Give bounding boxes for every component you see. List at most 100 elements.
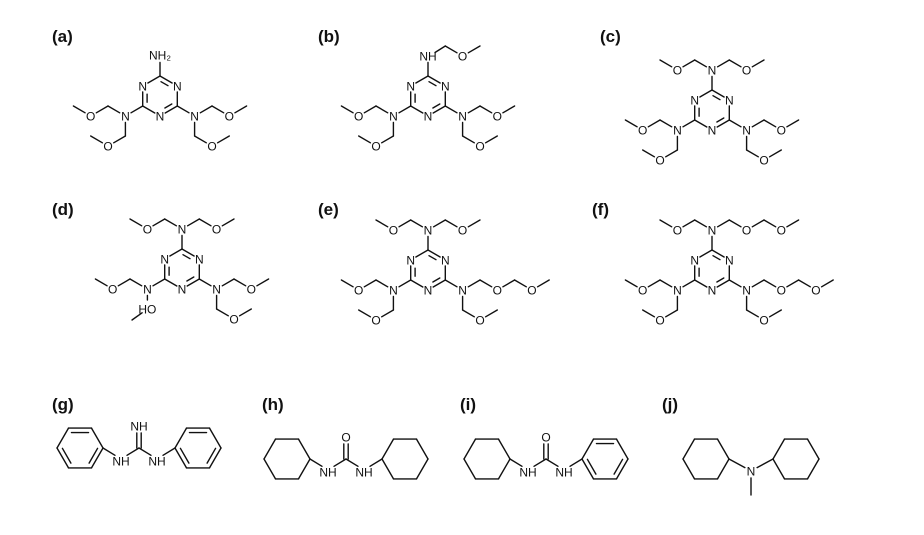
substituent-bond — [786, 219, 800, 228]
ring-double-bond — [88, 447, 99, 464]
ring-bond — [163, 278, 178, 287]
ring-bond — [169, 248, 183, 257]
amine-nitrogen: N — [742, 283, 751, 297]
ring-bond — [147, 75, 161, 84]
ring-nitrogen: N — [138, 79, 147, 93]
ring-bond — [427, 75, 441, 84]
chain-bond — [728, 458, 746, 469]
substituent-bond — [820, 279, 834, 288]
substituent-bond — [745, 149, 759, 158]
substituent-bond — [763, 219, 777, 228]
substituent-bond — [786, 119, 800, 128]
substituent-bond — [238, 308, 253, 317]
substituent-bond — [129, 278, 143, 287]
oxygen-atom: O — [475, 139, 484, 153]
substituent-bond — [682, 59, 696, 68]
ring-bond — [263, 458, 277, 480]
ring-nitrogen: N — [424, 283, 433, 297]
substituent-bond — [502, 105, 516, 114]
ring-double-bond — [716, 277, 725, 283]
amine-nitrogen: N — [121, 109, 130, 123]
substituent-bond — [694, 59, 708, 68]
substituent-bond — [682, 219, 696, 228]
amine-nh: NH — [148, 454, 165, 468]
substituent-bond — [659, 59, 673, 68]
ring-nitrogen: N — [406, 79, 415, 93]
ring-double-bond — [712, 254, 721, 261]
substituent-bond — [410, 219, 424, 228]
ring-nitrogen: N — [178, 282, 187, 296]
chain-bond — [333, 458, 347, 467]
ring-bond — [497, 438, 511, 460]
ring-nitrogen: N — [725, 253, 734, 267]
carbonyl-oxygen: O — [541, 430, 550, 444]
ring-bond — [806, 458, 820, 480]
amine-nitrogen: N — [424, 223, 433, 237]
ring-bond — [716, 438, 730, 460]
oxygen-atom: O — [493, 283, 502, 297]
ring-bond — [186, 278, 201, 287]
substituent-bond — [256, 278, 270, 287]
substituent-bond — [647, 119, 661, 128]
chain-bond — [102, 447, 116, 456]
amine-nitrogen: N — [458, 109, 467, 123]
oxygen-atom: O — [655, 313, 664, 327]
ring-bond — [682, 438, 696, 460]
ring-substituent-bond — [398, 279, 412, 288]
ring-bond — [427, 249, 441, 258]
substituent-bond — [363, 279, 377, 288]
substituent-bond — [479, 279, 493, 288]
ring-bond — [415, 438, 429, 460]
substituent-bond — [193, 135, 208, 144]
chain-bond — [533, 458, 547, 467]
substituent-bond — [659, 219, 673, 228]
tertiary-nitrogen: N — [747, 464, 756, 478]
chain-bond — [138, 447, 152, 456]
amine-nitrogen: N — [673, 123, 682, 137]
substituent-bond — [375, 105, 389, 114]
amine-nitrogen: N — [708, 63, 717, 77]
oxygen-atom: O — [742, 63, 751, 77]
ring-bond — [381, 438, 395, 460]
substituent-bond — [763, 279, 777, 288]
oxygen-atom: O — [458, 49, 467, 63]
substituent-bond — [215, 308, 230, 317]
ring-double-bond — [160, 80, 169, 87]
oxygen-atom: O — [673, 63, 682, 77]
ring-bond — [772, 458, 786, 480]
ring-bond — [263, 438, 277, 460]
ring-double-bond — [432, 277, 441, 283]
substituent-bond — [434, 45, 446, 54]
panel-label: (h) — [262, 395, 284, 414]
substituent-bond — [340, 279, 354, 288]
oxygen-atom: O — [777, 223, 786, 237]
substituent-bond — [358, 309, 372, 318]
substituent-bond — [131, 312, 143, 321]
substituent-bond — [186, 218, 201, 227]
ring-bond — [381, 458, 395, 480]
panel-label: (j) — [662, 395, 678, 414]
substituent-bond — [363, 105, 377, 114]
substituent-bond — [751, 59, 765, 68]
amine-nitrogen: N — [389, 283, 398, 297]
oxygen-atom: O — [458, 223, 467, 237]
ring-bond — [716, 279, 730, 288]
chain-bond — [369, 458, 383, 467]
ring-bond — [181, 248, 195, 257]
oxygen-atom: O — [759, 313, 768, 327]
ring-double-bond — [712, 94, 721, 101]
substituent-bond — [624, 279, 638, 288]
substituent-bond — [358, 135, 372, 144]
substituent-bond — [375, 219, 389, 228]
ring-nitrogen: N — [160, 252, 169, 266]
oxygen-atom: O — [777, 123, 786, 137]
ring-substituent-bond — [682, 119, 696, 128]
amine-nitrogen: N — [178, 222, 187, 236]
ring-bond — [806, 438, 820, 460]
substituent-bond — [467, 219, 481, 228]
oxygen-atom: O — [638, 283, 647, 297]
chain-bond — [162, 447, 176, 456]
oxygen-atom: O — [493, 109, 502, 123]
substituent-bond — [502, 279, 516, 288]
substituent-bond — [467, 279, 481, 288]
